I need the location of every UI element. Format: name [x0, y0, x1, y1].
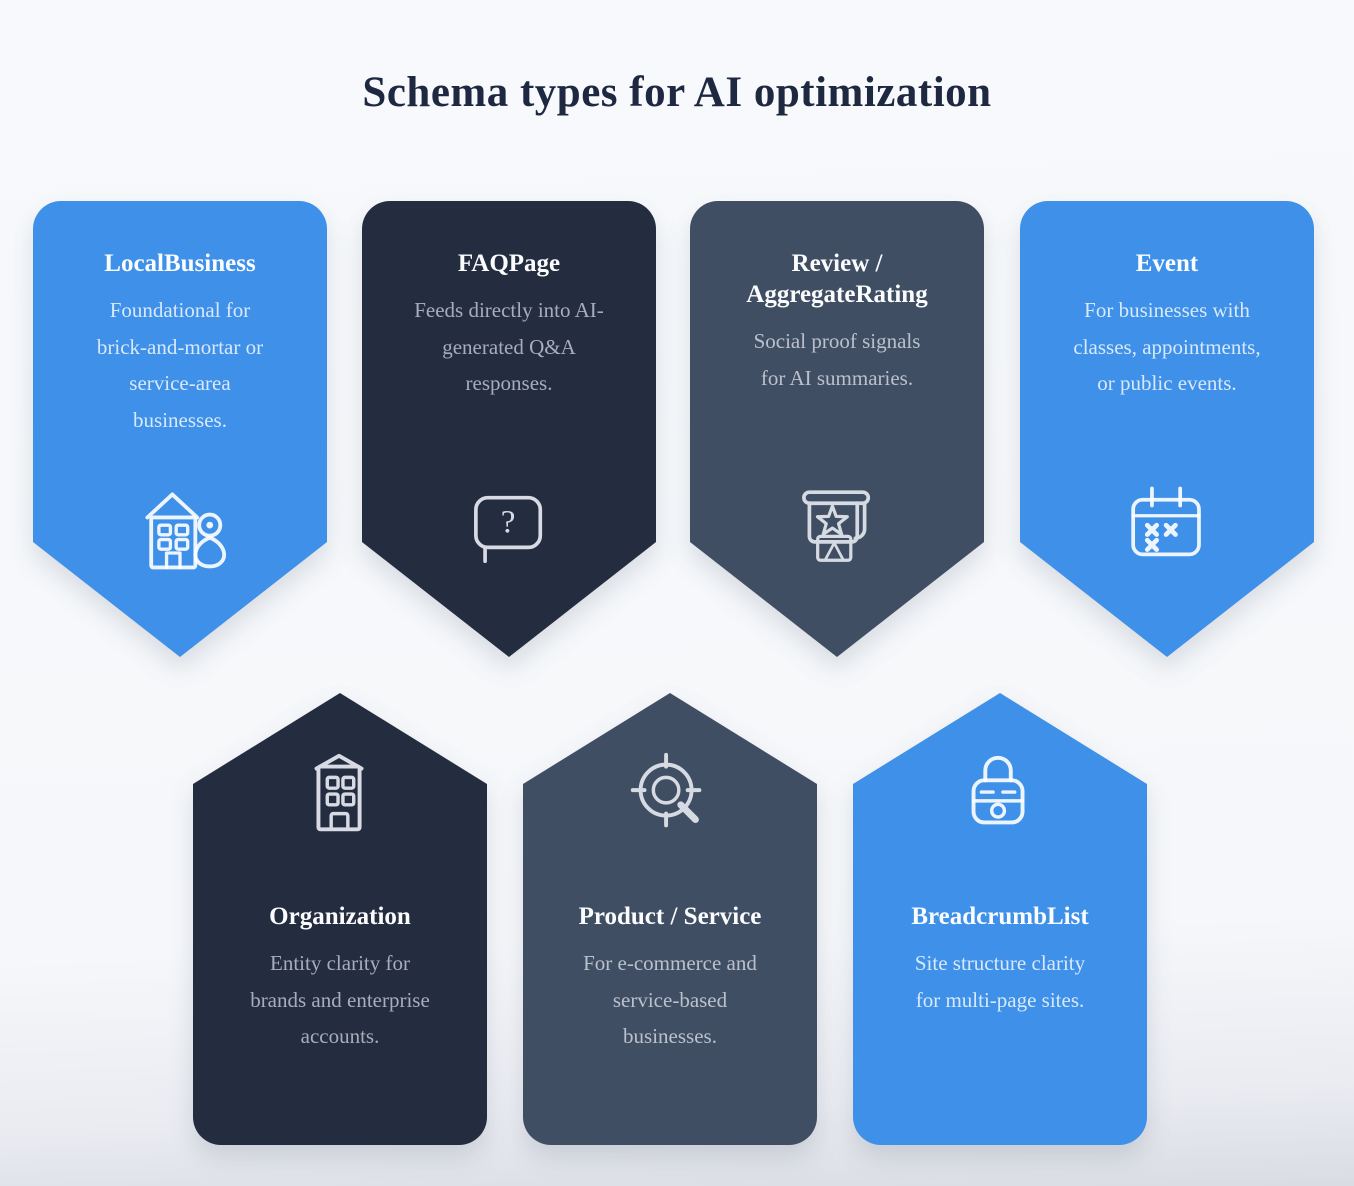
- card-description: Social proof signals for AI summaries.: [753, 329, 921, 390]
- card-description: Feeds directly into AI- generated Q&A re…: [414, 298, 604, 395]
- card-event: Event For businesses with classes, appoi…: [1020, 201, 1314, 657]
- card-title: LocalBusiness: [104, 250, 256, 277]
- card-faqpage: FAQPage Feeds directly into AI- generate…: [362, 201, 656, 657]
- padlock-icon: [853, 747, 1147, 845]
- card-description: Foundational for brick-and-mortar or ser…: [96, 298, 264, 432]
- organization-building-icon: [193, 747, 487, 845]
- pennant-shape: FAQPage Feeds directly into AI- generate…: [362, 201, 656, 657]
- pennant-shape: LocalBusiness Foundational for brick-and…: [33, 201, 327, 657]
- card-title: Event: [1135, 250, 1199, 277]
- card-title: Product / Service: [578, 903, 762, 930]
- calendar-x-icon: [1020, 481, 1314, 575]
- certificate-star-icon: [690, 481, 984, 577]
- card-description: For businesses with classes, appointment…: [1073, 298, 1261, 395]
- card-description: Site structure clarity for multi-page si…: [914, 951, 1086, 1012]
- house-shape: Organization Entity clarity for brands a…: [193, 693, 487, 1145]
- card-description: Entity clarity for brands and enterprise…: [250, 951, 430, 1048]
- card-title: Organization: [269, 903, 411, 930]
- page-title: Schema types for AI optimization: [362, 69, 992, 116]
- card-organization: Organization Entity clarity for brands a…: [193, 693, 487, 1145]
- house-shape: Product / Service For e-commerce and ser…: [523, 693, 817, 1145]
- house-shape: BreadcrumbList Site structure clarity fo…: [853, 693, 1147, 1145]
- target-search-icon: [523, 747, 817, 845]
- building-person-icon: [33, 481, 327, 577]
- card-description: For e-commerce and service-based busines…: [583, 951, 757, 1048]
- card-localbusiness: LocalBusiness Foundational for brick-and…: [33, 201, 327, 657]
- pennant-shape: Event For businesses with classes, appoi…: [1020, 201, 1314, 657]
- pennant-shape: Review / AggregateRating Social proof si…: [690, 201, 984, 657]
- card-breadcrumblist: BreadcrumbList Site structure clarity fo…: [853, 693, 1147, 1145]
- question-bubble-icon: ?: [362, 481, 656, 577]
- card-title: FAQPage: [457, 250, 561, 277]
- card-title: BreadcrumbList: [911, 903, 1089, 930]
- card-product-service: Product / Service For e-commerce and ser…: [523, 693, 817, 1145]
- card-title: Review / AggregateRating: [746, 250, 928, 308]
- card-review-aggregaterating: Review / AggregateRating Social proof si…: [690, 201, 984, 657]
- svg-text:?: ?: [501, 504, 516, 541]
